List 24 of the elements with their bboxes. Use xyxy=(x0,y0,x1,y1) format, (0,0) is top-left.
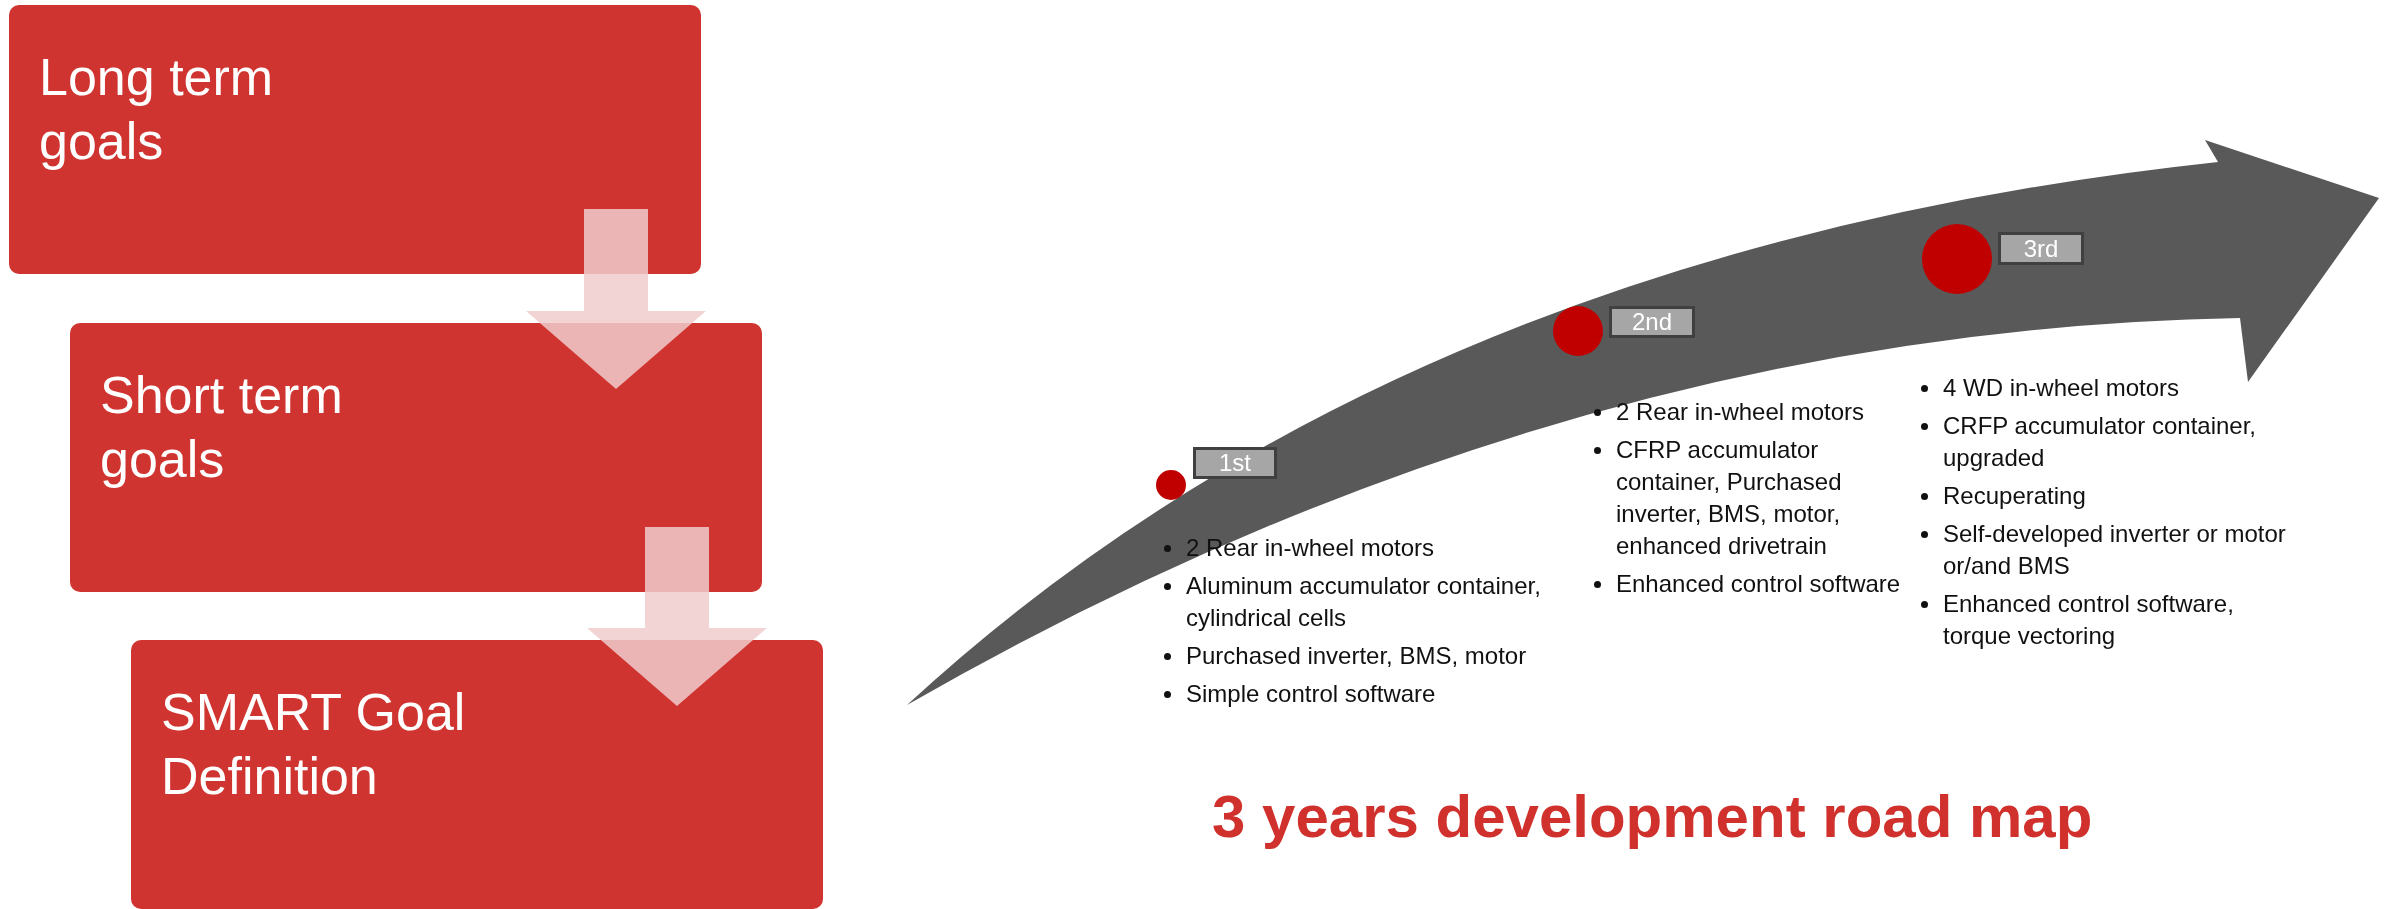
bullet-item: 2 Rear in-wheel motors xyxy=(1186,534,1435,561)
bullet-item: Purchased inverter, BMS, motor xyxy=(1186,642,1527,669)
bullet-item: Simple control software xyxy=(1186,680,1436,707)
caption: 3 years development road map xyxy=(1212,782,2093,851)
arrow xyxy=(587,527,767,706)
bullet-item: Aluminum accumulator container, cylindrical cells xyxy=(1186,572,1541,631)
bullet-item: Recuperating xyxy=(1943,482,2086,509)
goal-text: Short term goals xyxy=(100,365,344,490)
bullet-item: Enhanced control software xyxy=(1616,570,1901,597)
goal-text: Long term goals xyxy=(39,47,275,172)
bullet-item: Enhanced control software, torque vectoring xyxy=(1943,590,2234,649)
bullet-item: CFRP accumulator container, Purchased inverter, BMS, motor, enhanced drivetrain xyxy=(1616,436,1842,559)
goal-box xyxy=(131,640,823,909)
bullet-item: CRFP accumulator container, upgraded xyxy=(1943,412,2257,471)
goal-box xyxy=(70,323,762,592)
milestone-tag: 1st xyxy=(1193,447,1277,479)
bullet-item: 4 WD in-wheel motors xyxy=(1943,374,2180,401)
bullet-item: 2 Rear in-wheel motors xyxy=(1616,398,1865,425)
arrow xyxy=(526,209,706,389)
goal-text: SMART Goal Definition xyxy=(161,682,467,807)
goal-box xyxy=(9,5,701,274)
milestone-tag: 3rd xyxy=(1998,232,2084,265)
milestone-tag: 2nd xyxy=(1609,306,1695,338)
bullet-item: Self-developed inverter or motor or/and BMS xyxy=(1943,520,2286,579)
